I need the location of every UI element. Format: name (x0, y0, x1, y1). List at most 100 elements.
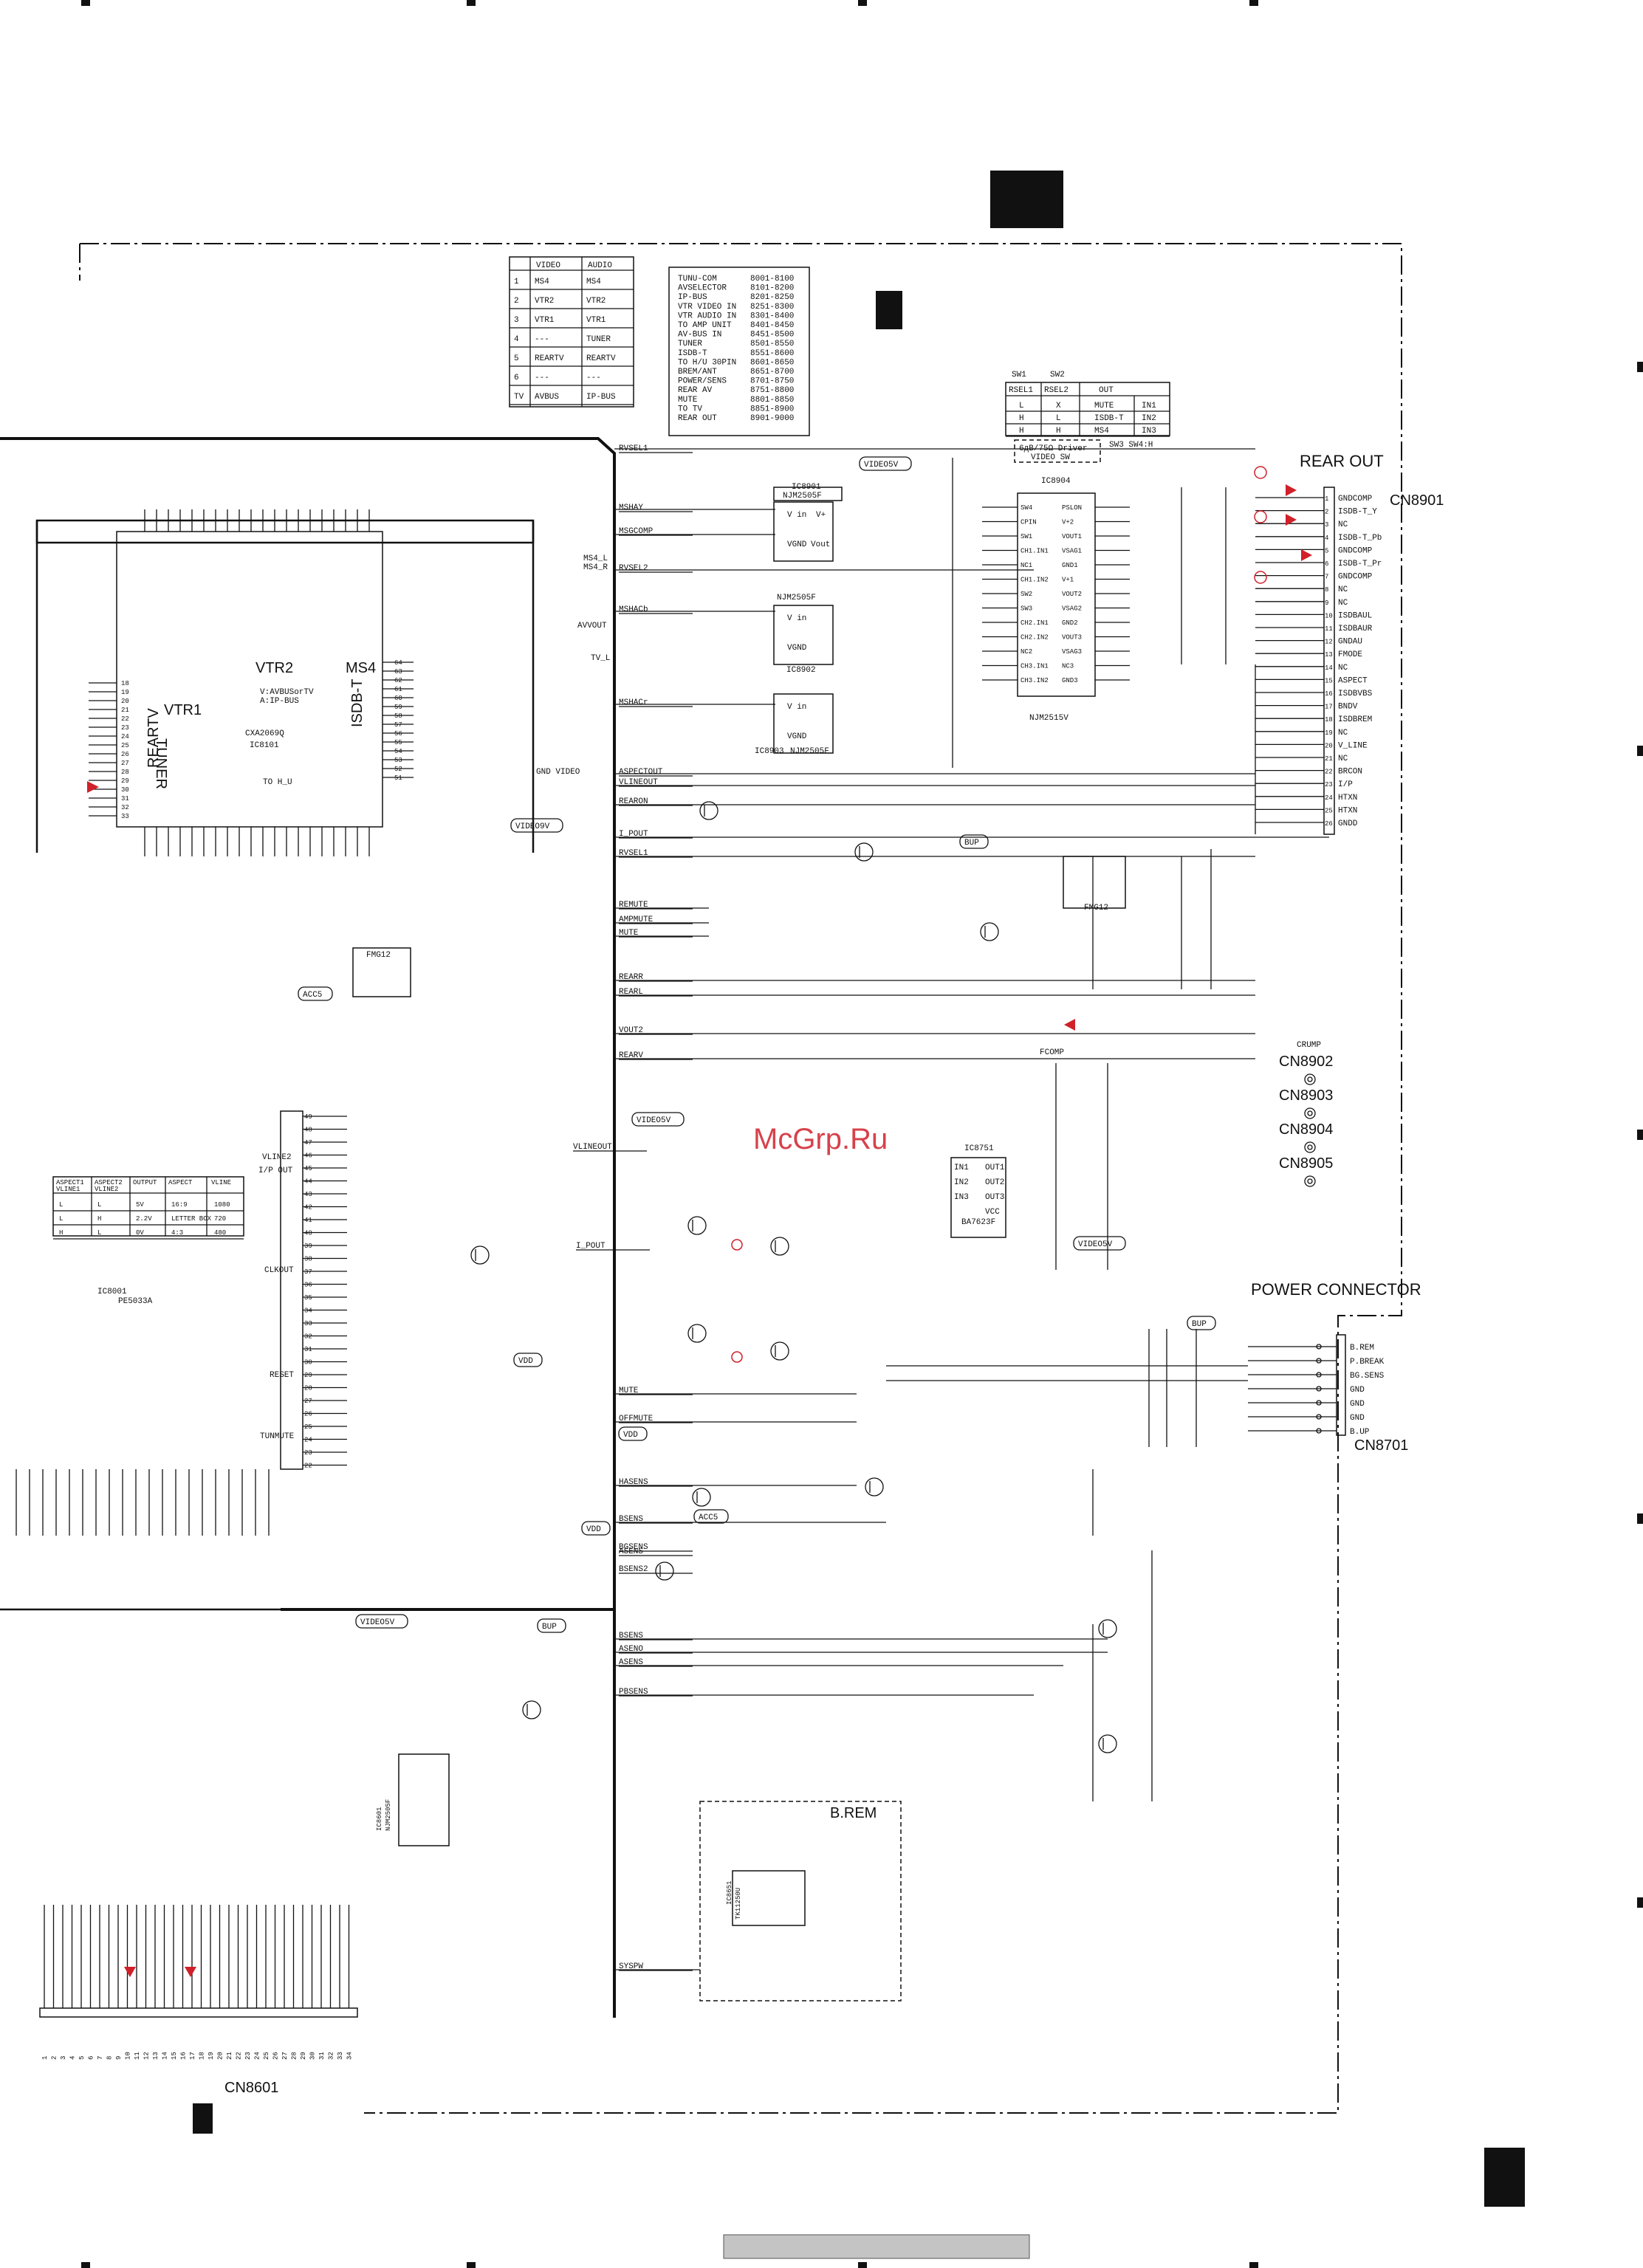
input-table-video: --- (535, 374, 549, 382)
net-label: MUTE (619, 929, 639, 938)
ref-table-name: TUNU-COM (678, 275, 717, 284)
board-outline (80, 243, 1402, 2114)
bottom-pin: 6 (88, 2056, 95, 2060)
sel-note1: V:AVBUSorTV (260, 688, 314, 697)
rear-out-pin-number: 20 (1325, 742, 1333, 749)
section-marker-mid (876, 291, 902, 329)
net-label: MSGCOMP (619, 527, 654, 536)
bottom-connector-name: CN8601 (224, 2080, 278, 2096)
rear-out-title: REAR OUT (1300, 452, 1384, 470)
fmg12-right-label: FMG12 (1084, 904, 1108, 913)
power-pin: GND (1350, 1400, 1365, 1409)
rear-out-pin-number: 25 (1325, 807, 1333, 814)
input-table-video: VTR1 (535, 316, 555, 325)
ref-table-range: 8501-8550 (750, 340, 794, 348)
ic8904-pin-right: GND2 (1062, 619, 1078, 627)
net-label: SYSPW (619, 1962, 643, 1971)
input-table-audio: REARTV (586, 354, 616, 363)
crump-connector: CN8903 (1279, 1087, 1333, 1104)
power-pin: BG.SENS (1350, 1372, 1385, 1381)
bottom-pin: 23 (244, 2052, 252, 2060)
aspect-header: VLINE1 (56, 1186, 80, 1193)
ref-table-name: VTR AUDIO IN (678, 312, 736, 320)
bottom-pin: 25 (263, 2052, 270, 2060)
rear-out-pin-number: 15 (1325, 677, 1333, 684)
page-footer-bar (723, 2234, 1030, 2259)
net-labels: RVSEL1MSHAYMSGCOMPRVSEL2MSHACbMSHACrASPE… (573, 444, 693, 1971)
aspect-header: VLINE2 (95, 1186, 118, 1193)
svg-text:VGND: VGND (787, 732, 807, 741)
section-marker-top (990, 171, 1063, 228)
sel-ref: IC8101 (250, 741, 279, 750)
ic8751-ref: IC8751 (964, 1144, 994, 1153)
power-pin: B.UP (1350, 1428, 1370, 1437)
ic8904-pin-left: CPIN (1021, 519, 1037, 526)
power-pin: P.BREAK (1350, 1358, 1385, 1367)
ic8101-pin: 23 (121, 724, 129, 732)
ref-table-range: 8301-8400 (750, 312, 794, 320)
ic8904-pin-left: NC1 (1021, 562, 1032, 569)
bottom-pin: 14 (162, 2052, 169, 2060)
ic8904-ref: IC8904 (1041, 477, 1071, 486)
ic8101-pin: 28 (121, 769, 129, 776)
rail-label: VDD (518, 1357, 533, 1366)
fmg12-left-label: FMG12 (366, 951, 391, 960)
aspect-cell: 5V (136, 1201, 144, 1209)
rear-out-pin: ASPECT (1338, 676, 1368, 685)
rear-out-pin-number: 19 (1325, 729, 1333, 737)
ref-table-name: VTR VIDEO IN (678, 303, 736, 312)
rear-out-pin: V_LINE (1338, 741, 1368, 750)
vline2-label: VLINE2 (262, 1153, 292, 1162)
rail-label: VIDEO5V (637, 1116, 671, 1125)
rear-out-pin: I/P (1338, 780, 1353, 789)
tvl-label: TV_L (591, 654, 610, 663)
rear-out-pin: NC (1338, 664, 1348, 673)
rail-label: VIDEO5V (1078, 1240, 1113, 1249)
ref-table-name: REAR OUT (678, 414, 717, 423)
ic8001-pin: 44 (304, 1178, 312, 1186)
bottom-pin: 11 (134, 2052, 141, 2060)
rail-label: BUP (1192, 1320, 1207, 1329)
ref-table-range: 8551-8600 (750, 349, 794, 358)
rear-out-pin: HTXN (1338, 806, 1357, 815)
ic8001-ref: IC8001 (97, 1288, 127, 1296)
aspect-cell: 720 (214, 1215, 226, 1223)
ic8101-pin: 26 (121, 751, 129, 758)
ref-table-range: 8651-8700 (750, 368, 794, 377)
ref-table-name: ISDB-T (678, 349, 707, 358)
ic8904-pin-right: VSAG2 (1062, 605, 1082, 613)
ic8904-pin-right: V+1 (1062, 577, 1074, 584)
ic8001-pin: 41 (304, 1217, 312, 1224)
sw-cell: IN3 (1142, 427, 1156, 436)
aspect-cell: H (97, 1215, 101, 1223)
net-label: MSHACb (619, 605, 648, 614)
aspect-header: VLINE (211, 1179, 231, 1186)
rear-out-pin: GNDCOMP (1338, 546, 1373, 555)
net-label: VOUT2 (619, 1026, 643, 1035)
bottom-pin: 16 (180, 2052, 188, 2060)
ic8101-pin: 60 (394, 695, 402, 702)
ic8001-pin: 49 (304, 1113, 312, 1121)
ic8001-pin: 23 (304, 1449, 312, 1457)
ic8101-pin: 63 (394, 668, 402, 676)
aspect-cell: 4:3 (171, 1229, 183, 1237)
net-label: MSHACr (619, 698, 648, 707)
net-label: BSENS (619, 1632, 643, 1640)
ic8904-part: NJM2515V (1029, 714, 1069, 723)
svg-text:VGND: VGND (787, 540, 807, 549)
sw-cell: IN2 (1142, 414, 1156, 423)
ic8904-pin-left: SW2 (1021, 591, 1032, 598)
ic8101-pin: 18 (121, 680, 129, 687)
ic8001-pin: 30 (304, 1359, 312, 1367)
bottom-pin: 2 (51, 2056, 58, 2060)
rear-out-pin: ISDB-T_Y (1338, 508, 1377, 517)
rear-out-pin-number: 10 (1325, 612, 1333, 619)
rail-label: ACC5 (699, 1513, 718, 1522)
ref-table-range: 8251-8300 (750, 303, 794, 312)
fcomp-label: FCOMP (1040, 1048, 1064, 1057)
to-hu-label: TO H_U (263, 778, 292, 787)
ic8101-pin: 53 (394, 757, 402, 764)
ic8904-pin-right: VSAG3 (1062, 648, 1082, 656)
